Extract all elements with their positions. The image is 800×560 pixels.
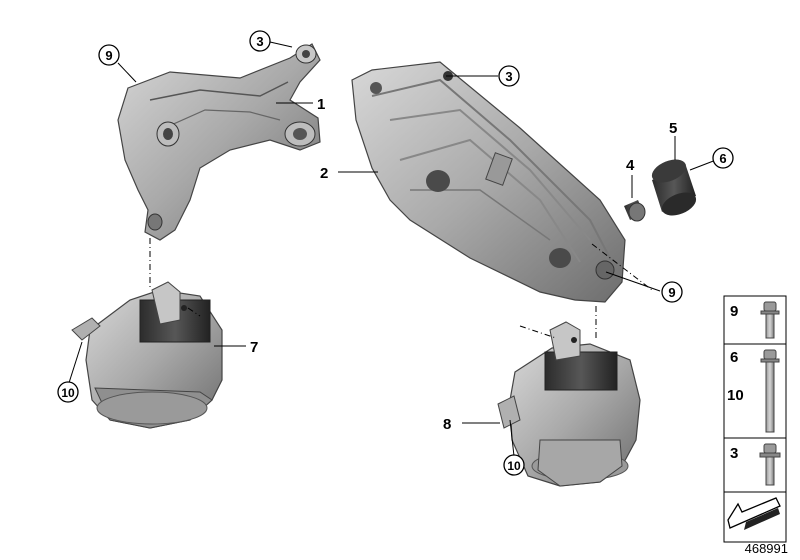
- image-id: 468991: [744, 541, 788, 556]
- legend-row3-number: 3: [730, 445, 738, 462]
- legend-row1-number: 9: [730, 303, 738, 320]
- leader-lines: [67, 41, 717, 457]
- label-part-7: 7: [250, 339, 258, 356]
- callout-3-top: 3: [249, 30, 271, 52]
- engine-mount-right: [497, 321, 641, 487]
- bolt-short-icon: [760, 301, 780, 339]
- bolt-long-icon: [760, 349, 780, 433]
- rubber-stop: [651, 159, 697, 216]
- label-part-8: 8: [443, 416, 451, 433]
- callout-9-right-number: 9: [668, 285, 675, 300]
- callout-6: 6: [712, 147, 734, 169]
- arrow-symbol-icon: [727, 497, 781, 530]
- callout-3-right-number: 3: [505, 69, 512, 84]
- legend-row2a-number: 6: [730, 349, 738, 366]
- callout-10-right-number: 10: [507, 459, 521, 473]
- callout-9-top-number: 9: [105, 48, 112, 63]
- engine-mount-left: [71, 281, 223, 429]
- label-part-2: 2: [320, 165, 328, 182]
- label-part-1: 1: [317, 96, 325, 113]
- label-part-4: 4: [626, 157, 635, 174]
- legend-row2b-number: 10: [727, 387, 744, 404]
- callout-6-number: 6: [719, 151, 726, 166]
- assembly-guide-lines: [149, 238, 653, 339]
- callout-10-right: 10: [503, 454, 525, 476]
- label-part-5: 5: [669, 120, 677, 137]
- callout-10-left-number: 10: [61, 386, 75, 400]
- callout-10-left: 10: [57, 381, 79, 403]
- rubber-bushing: [624, 200, 646, 222]
- engine-support-bracket: [117, 43, 321, 241]
- fastener-legend: 9 6 10 3: [723, 295, 787, 543]
- engine-mount-bracket-plate: [351, 61, 626, 303]
- callout-9-right: 9: [661, 281, 683, 303]
- bolt-flange-icon: [759, 443, 781, 486]
- callout-9-top: 9: [98, 44, 120, 66]
- callout-3-right: 3: [498, 65, 520, 87]
- callout-3-top-number: 3: [256, 34, 263, 49]
